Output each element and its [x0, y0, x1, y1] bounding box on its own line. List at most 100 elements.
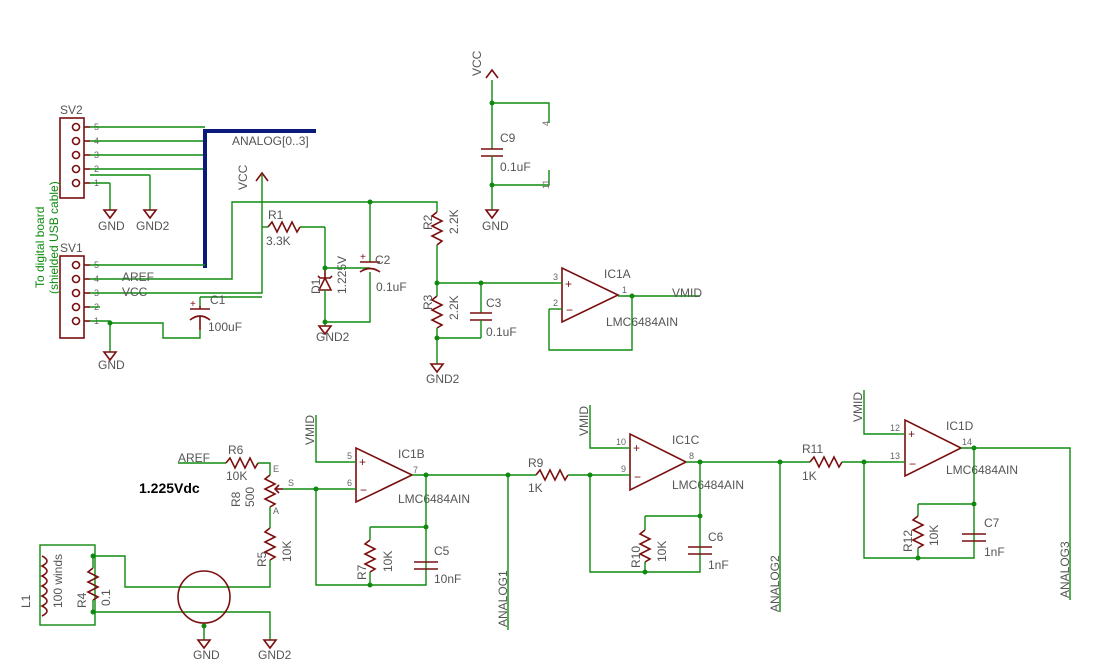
sv1-label: SV1 [60, 241, 83, 255]
svg-text:−: − [566, 303, 573, 317]
ic1a-pin-2: 2 [553, 298, 558, 308]
ic1c-pin-10: 10 [616, 437, 626, 447]
svg-text:+: + [633, 441, 640, 455]
analog2-label: ANALOG2 [768, 555, 782, 612]
r1-ref: R1 [268, 208, 284, 222]
r2-value: 2.2K [447, 209, 461, 234]
vcc-symbol-1: VCC [236, 164, 269, 190]
potentiometer-r8: E S A R8 500 [229, 464, 294, 516]
d1-value: 1.225V [335, 256, 349, 294]
ic1c-value: LMC6484AIN [672, 478, 744, 492]
c7-ref: C7 [984, 516, 1000, 530]
ic1-power-pin-11: 11 [541, 180, 551, 189]
resistor-r9: R9 1K [528, 456, 569, 495]
opamp-ic1b: + − 5 6 7 IC1B LMC6484AIN [347, 446, 470, 506]
ic1b-pin-7: 7 [413, 465, 418, 475]
resistor-r1: R1 3.3K [262, 208, 325, 248]
svg-text:+: + [190, 299, 196, 310]
bias-voltage-annotation: 1.225Vdc [139, 480, 200, 496]
c5-value: 10nF [434, 572, 461, 586]
sv2-label: SV2 [60, 103, 83, 117]
opamp-ic1a: + − 3 2 1 IC1A LMC6484AIN [549, 266, 678, 329]
ic1a-pin-3: 3 [553, 272, 558, 282]
vmid-label-ic1a: VMID [672, 286, 702, 300]
r12-ref: R12 [901, 530, 915, 552]
connector-sv2: SV2 5 4 3 2 1 [59, 103, 99, 199]
gnd-label-sv1: GND [98, 358, 125, 372]
ic1c-ref: IC1C [672, 433, 700, 447]
svg-text:−: − [360, 483, 367, 497]
analog3-label: ANALOG3 [1058, 541, 1072, 598]
gnd2-symbol-r3: GND2 [426, 363, 460, 386]
vcc-label-1: VCC [236, 164, 250, 190]
ic1c-pin-9: 9 [621, 464, 626, 474]
r11-value: 1K [802, 469, 817, 483]
gnd-symbol-c9: GND [482, 209, 509, 233]
ic1d-pin-12: 12 [890, 423, 900, 433]
vmid-label-ic1b: VMID [303, 415, 317, 445]
gnd2-symbol-d1: GND2 [316, 322, 350, 344]
aref-label-r6: AREF [178, 451, 210, 465]
r11-ref: R11 [802, 442, 823, 456]
vcc-label-2: VCC [470, 50, 484, 76]
resistor-r3: R3 2.2K [421, 294, 461, 329]
svg-text:−: − [909, 457, 916, 471]
capacitor-c2: + C2 0.1uF [359, 202, 407, 294]
ic1d-pin-13: 13 [890, 451, 900, 461]
c2-value: 0.1uF [376, 280, 407, 294]
r9-value: 1K [528, 481, 543, 495]
gnd-label: GND [98, 219, 125, 233]
connector-sv1: SV1 5 4 3 2 1 [59, 241, 99, 339]
c1-value: 100uF [208, 320, 242, 334]
r4-value: 0.1 [99, 589, 113, 606]
diode-d1: D1 1.225V [309, 227, 349, 322]
gnd2-symbol-r4: GND2 [258, 639, 292, 662]
r10-ref: R10 [629, 546, 643, 568]
ic1d-pin-14: 14 [962, 437, 972, 447]
c2-ref: C2 [375, 253, 391, 267]
c6-value: 1nF [708, 558, 729, 572]
r1-value: 3.3K [266, 234, 291, 248]
r8-ref: R8 [229, 491, 243, 507]
gnd2-symbol-sv2: GND2 [136, 209, 170, 233]
analog1-label: ANALOG1 [496, 570, 510, 627]
svg-text:+: + [565, 277, 572, 291]
ic1a-value: LMC6484AIN [606, 315, 678, 329]
capacitor-c9: C9 0.1uF [481, 103, 531, 210]
gnd2-label-r3: GND2 [426, 372, 460, 386]
ic1b-pin-6: 6 [347, 478, 352, 488]
r5-value: 10K [280, 541, 294, 562]
d1-ref: D1 [309, 278, 323, 294]
r8-pin-a: A [273, 506, 279, 516]
svg-text:−: − [634, 470, 641, 484]
gnd-label-shield: GND [193, 648, 220, 662]
vcc-symbol-2: VCC [470, 50, 499, 103]
svg-text:+: + [908, 427, 915, 441]
resistor-r4: R4 0.1 [75, 556, 113, 612]
note-line-1: To digital board [33, 207, 47, 288]
capacitor-c1: + C1 100uF [189, 293, 242, 334]
l1-value: 100 winds [51, 554, 65, 608]
capacitor-c7: C7 1nF [962, 516, 1005, 559]
gnd-symbol-sv1: GND [98, 351, 125, 372]
ic1c-pin-8: 8 [689, 451, 694, 461]
gnd2-label: GND2 [136, 219, 170, 233]
l1-ref: L1 [19, 594, 33, 608]
resistor-r2: R2 2.2K [421, 209, 461, 246]
ic1d-value: LMC6484AIN [946, 463, 1018, 477]
note-line-2: (shielded USB cable) [47, 181, 61, 294]
capacitor-c5: C5 10nF [414, 544, 461, 586]
inductor-l1: L1 100 winds [19, 544, 96, 626]
gnd-symbol-shield: GND [193, 639, 220, 662]
r3-ref: R3 [421, 294, 435, 310]
analog-bus [203, 129, 316, 268]
gnd2-label-r4: GND2 [258, 648, 292, 662]
vmid-label-ic1c: VMID [577, 406, 591, 436]
c5-ref: C5 [434, 544, 450, 558]
resistor-r6: R6 10K [225, 443, 259, 483]
r10-value: 10K [655, 541, 669, 562]
vcc-label-sv1: VCC [122, 285, 148, 299]
vmid-label-ic1d: VMID [851, 392, 865, 422]
c1-ref: C1 [210, 293, 226, 307]
r6-ref: R6 [228, 443, 244, 457]
